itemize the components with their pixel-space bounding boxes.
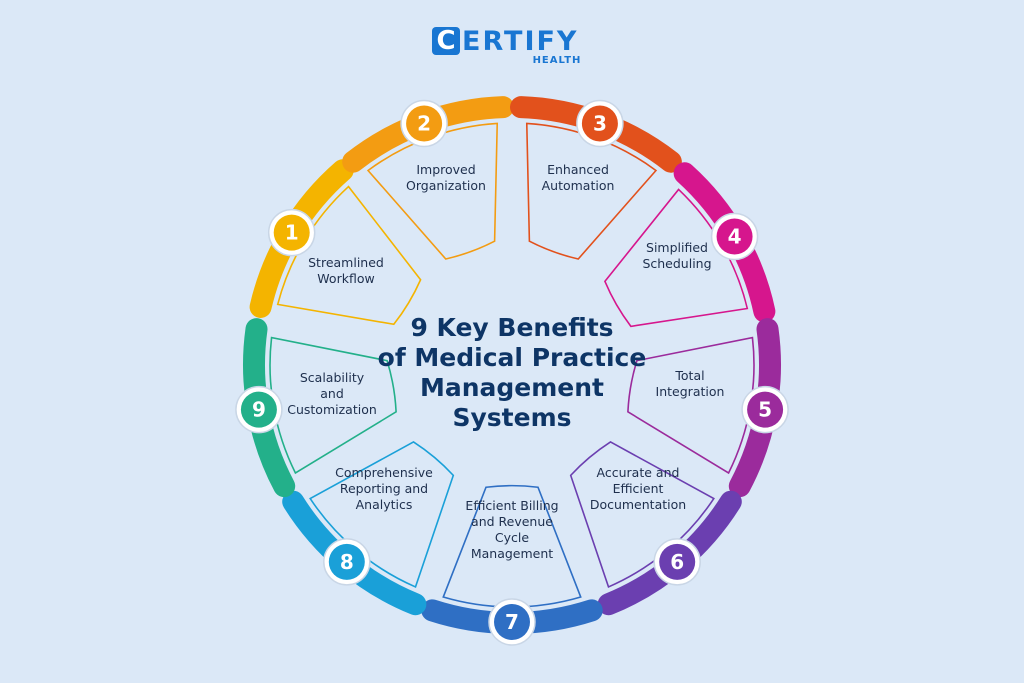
logo-name: ERTIFY xyxy=(462,26,578,57)
segment-label-line: Automation xyxy=(542,178,615,193)
segment-number: 9 xyxy=(252,398,266,422)
segment-outline xyxy=(627,336,755,475)
logo-subtitle: HEALTH xyxy=(533,55,582,66)
segment-number: 1 xyxy=(285,221,299,245)
number-badge-icon: 7 xyxy=(488,598,536,646)
segment-outline xyxy=(525,122,658,260)
segment-number: 7 xyxy=(505,610,519,634)
number-badge-icon: 9 xyxy=(235,385,283,434)
segment-outline xyxy=(366,122,499,260)
segment-outline xyxy=(569,441,715,589)
title-line-3: Management xyxy=(420,373,604,402)
segment-label-line: Efficient Billing xyxy=(465,498,558,513)
segment-label-line: Integration xyxy=(656,384,725,399)
title-line-4: Systems xyxy=(452,403,571,432)
title-line-2: of Medical Practice xyxy=(378,343,647,372)
segment-number: 3 xyxy=(593,111,607,135)
title-line-1: 9 Key Benefits xyxy=(410,313,613,342)
segment-label-line: Documentation xyxy=(590,497,686,512)
number-badge-icon: 6 xyxy=(653,538,701,586)
segment-outline xyxy=(309,441,455,589)
segment-label-line: Scalability xyxy=(300,370,365,385)
segment-number: 8 xyxy=(340,550,354,574)
segment-outline xyxy=(442,484,582,608)
number-badge-icon: 4 xyxy=(710,212,759,261)
center-title: 9 Key Benefits of Medical Practice Manag… xyxy=(378,313,647,432)
segment-label-line: Efficient xyxy=(613,481,664,496)
segment-label-line: Analytics xyxy=(356,497,413,512)
number-badge-icon: 1 xyxy=(267,208,316,257)
segment-label-line: Management xyxy=(471,546,553,561)
segment-label-line: and Revenue xyxy=(471,514,553,529)
number-badge-icon: 2 xyxy=(400,99,448,148)
segment-label-line: Scheduling xyxy=(642,256,711,271)
number-badge-icon: 5 xyxy=(741,385,789,434)
segment-outline xyxy=(269,336,397,475)
segment-outline xyxy=(603,188,749,328)
segment-label-line: Improved xyxy=(416,162,475,177)
segment-label-line: Comprehensive xyxy=(335,465,433,480)
segment-label-line: Cycle xyxy=(495,530,529,545)
segment-number: 5 xyxy=(758,398,772,422)
segment-number: 4 xyxy=(728,225,742,249)
segment-label-line: Workflow xyxy=(317,271,374,286)
number-badge-icon: 8 xyxy=(323,538,371,586)
segment-outline xyxy=(276,185,422,326)
segment-label-line: Reporting and xyxy=(340,481,428,496)
segment-label-line: Streamlined xyxy=(308,255,384,270)
logo-c-box xyxy=(432,27,460,55)
logo-c-letter: C xyxy=(436,26,455,56)
segment-label-line: Accurate and xyxy=(597,465,680,480)
number-badge-icon: 3 xyxy=(576,99,624,148)
segment-label-line: Total xyxy=(674,368,704,383)
segment-number: 6 xyxy=(670,550,684,574)
segment-label-line: Simplified xyxy=(646,240,708,255)
segment-number: 2 xyxy=(417,111,431,135)
brand-logo: C ERTIFY HEALTH xyxy=(432,26,582,66)
segment-label-line: Organization xyxy=(406,178,486,193)
segment-label-line: and xyxy=(320,386,344,401)
segment-label-line: Customization xyxy=(287,402,377,417)
segment-label-line: Enhanced xyxy=(547,162,609,177)
